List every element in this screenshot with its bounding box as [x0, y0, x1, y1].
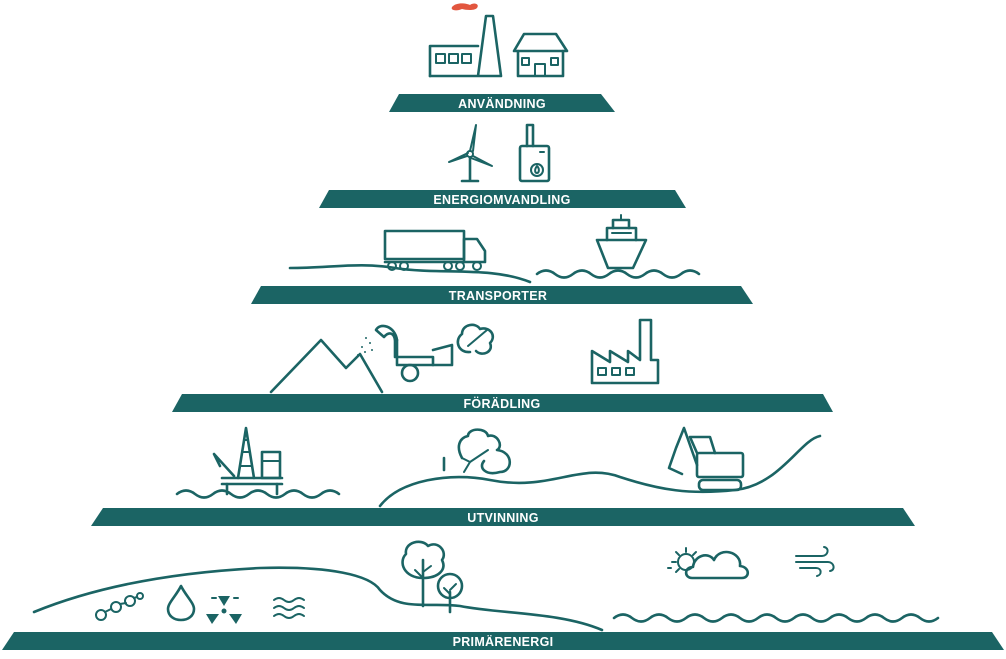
oil-drop-icon — [166, 584, 196, 622]
level-label-anvandning: ANVÄNDNING — [458, 96, 546, 111]
water-waves-primarenergi — [612, 613, 940, 623]
industry-icon — [590, 318, 660, 385]
level-label-transporter: TRANSPORTER — [449, 289, 547, 303]
ship-icon — [595, 214, 648, 270]
trees-icon — [401, 540, 464, 614]
tree-felling-icon — [442, 428, 512, 475]
level-bar-primarenergi: PRIMÄRENERGI — [2, 632, 1004, 650]
truck-icon — [383, 229, 487, 271]
level-label-utvinning: UTVINNING — [467, 511, 538, 525]
ground-line-transporter — [288, 264, 532, 284]
level-bar-shape — [389, 94, 615, 112]
excavator-icon — [667, 426, 745, 492]
level-bar-shape — [172, 394, 833, 412]
level-label-primarenergi: PRIMÄRENERGI — [453, 634, 554, 649]
wind-icon — [795, 546, 835, 577]
water-waves-transporter — [535, 269, 701, 279]
level-bar-shape — [91, 508, 915, 526]
level-bar-transporter: TRANSPORTER — [251, 286, 753, 304]
level-bar-shape — [2, 632, 1004, 650]
chimney-smoke-icon — [451, 3, 478, 11]
wind-turbine-icon — [448, 124, 493, 183]
mountain-icon — [269, 338, 384, 394]
ground-line-utvinning — [378, 434, 822, 508]
molecule-icon — [95, 592, 144, 621]
level-bar-foradling: FÖRÄDLING — [172, 394, 833, 412]
water-waves-icon — [273, 597, 305, 619]
level-label-energiomvandling: ENERGIOMVANDLING — [433, 193, 570, 207]
level-label-foradling: FÖRÄDLING — [464, 396, 541, 411]
tree-icon-foradling — [456, 323, 495, 355]
house-icon — [512, 32, 569, 78]
level-bar-shape — [319, 190, 686, 208]
level-bar-energiomvandling: ENERGIOMVANDLING — [319, 190, 686, 208]
radiation-icon — [206, 596, 242, 624]
factory-chimney-icon — [428, 3, 503, 78]
ground-line-primarenergi — [32, 566, 604, 632]
boiler-icon — [518, 123, 551, 183]
level-bar-utvinning: UTVINNING — [91, 508, 915, 526]
level-bar-shape — [251, 286, 753, 304]
water-waves-utvinning — [175, 489, 341, 499]
oil-platform-icon — [212, 426, 284, 496]
sun-cloud-icon — [667, 547, 750, 580]
level-bar-anvandning: ANVÄNDNING — [389, 94, 615, 112]
wood-chipper-icon — [357, 324, 454, 383]
